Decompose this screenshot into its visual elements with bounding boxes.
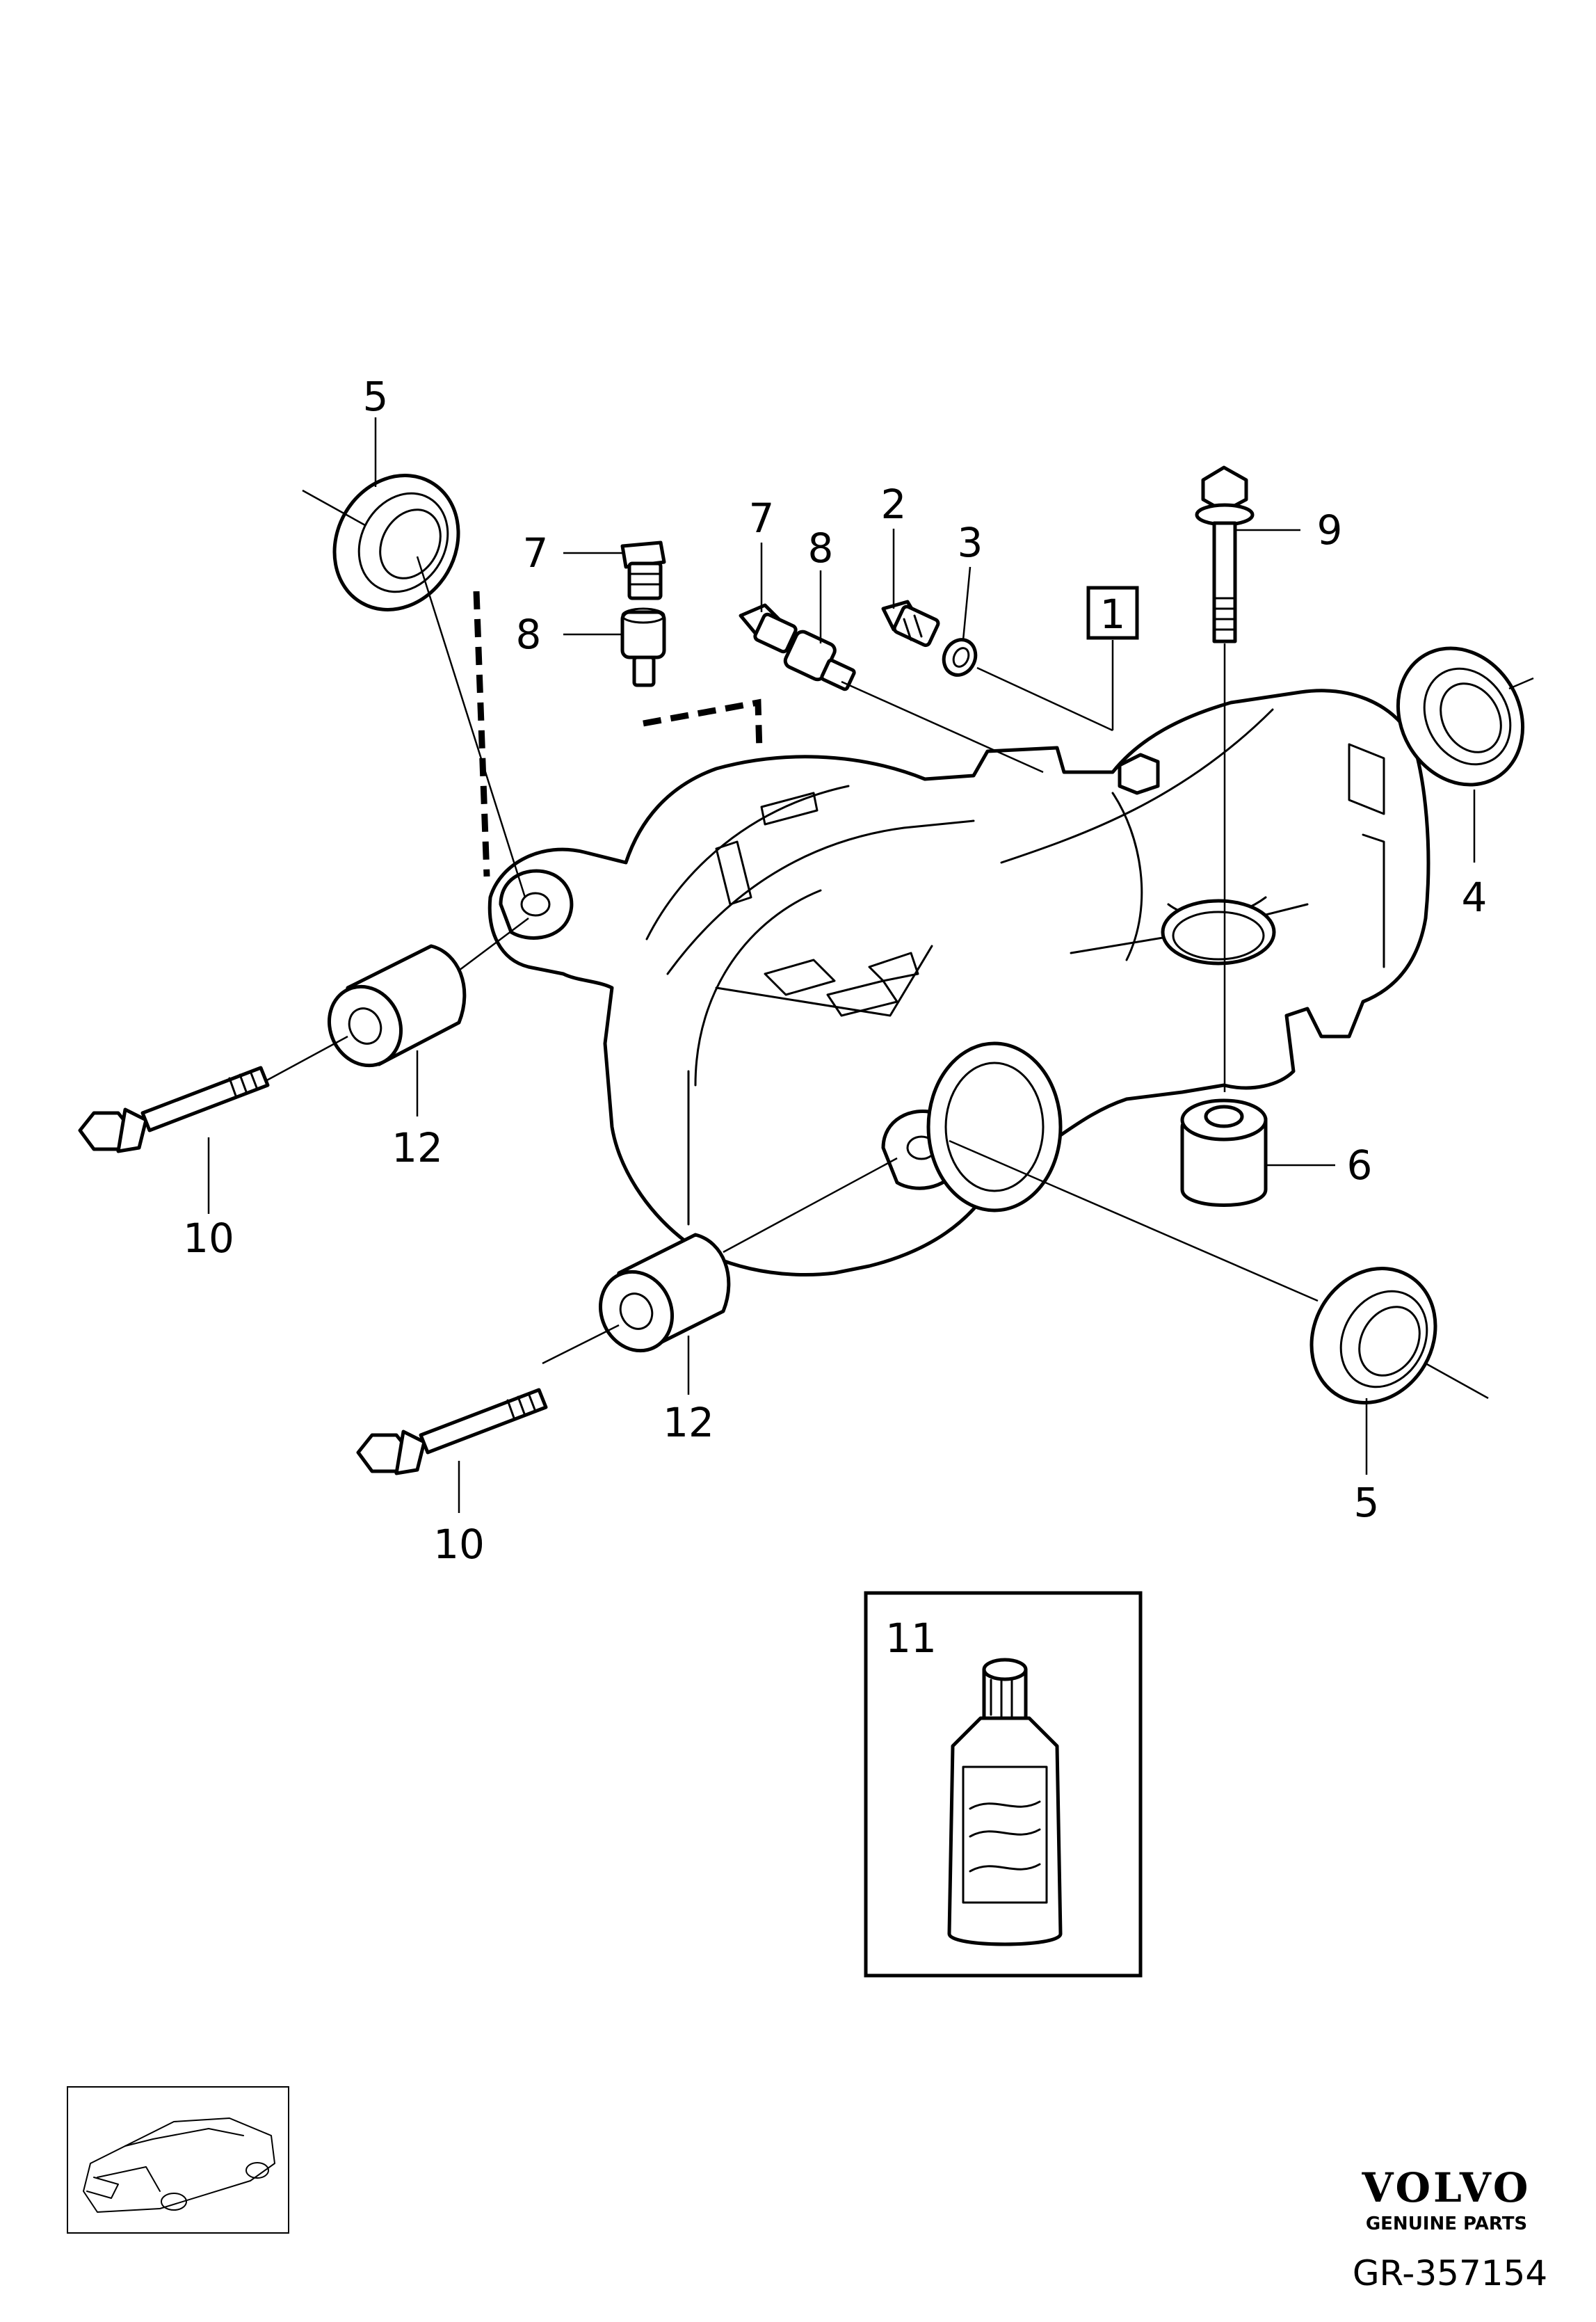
callout-12-lower: 12 (663, 1399, 714, 1446)
bushing-12-upper (264, 918, 529, 1083)
callout-10-lower: 10 (433, 1521, 485, 1568)
bushing-6 (1180, 1098, 1268, 1207)
callout-6: 6 (1347, 1142, 1373, 1189)
plug-8-mid (783, 630, 1044, 774)
brand-subtitle: GENUINE PARTS (1366, 2213, 1527, 2234)
callout-leaders (207, 417, 1476, 1513)
callout-4: 4 (1462, 874, 1488, 921)
callout-5-bottom: 5 (1354, 1479, 1380, 1526)
plug-7-left (620, 541, 666, 600)
plug-7-mid (739, 603, 798, 654)
dashed-assembly-line-mid (643, 698, 763, 752)
callout-1: 1 (1100, 591, 1126, 638)
oil-bottle (947, 1658, 1063, 1946)
dashed-assembly-line-left (473, 591, 490, 877)
callout-7-left: 7 (523, 529, 549, 577)
brand-logo: VOLVO (1362, 2164, 1531, 2211)
callout-3: 3 (958, 519, 983, 566)
fluid-box: 11 (864, 1591, 1143, 1978)
callout-8-mid: 8 (808, 525, 834, 572)
callout-8-left: 8 (516, 611, 542, 658)
diagram-code: GR-357154 (1353, 2253, 1547, 2293)
washer-3 (942, 638, 1113, 732)
drain-plug-2 (881, 600, 940, 648)
callout-2: 2 (881, 481, 907, 528)
callout-7-mid: 7 (749, 495, 775, 542)
callout-11: 11 (885, 1615, 937, 1662)
seal-5-bottom (949, 1139, 1489, 1404)
callout-9: 9 (1317, 506, 1343, 554)
bolt-10-upper (78, 1066, 270, 1153)
vehicle-thumbnail (67, 2086, 289, 2234)
callout-12-upper: 12 (392, 1124, 443, 1171)
bolt-10-lower (356, 1388, 548, 1475)
callout-5-top: 5 (363, 373, 389, 420)
callout-1-box (1086, 586, 1139, 640)
callout-10-upper: 10 (183, 1215, 234, 1262)
bushing-12-lower (542, 1157, 898, 1365)
plug-8-left (620, 607, 666, 687)
seal-5-top (302, 474, 526, 898)
seal-4 (1396, 646, 1534, 787)
bolt-9 (1195, 465, 1255, 1092)
differential-housing (487, 689, 1430, 1277)
